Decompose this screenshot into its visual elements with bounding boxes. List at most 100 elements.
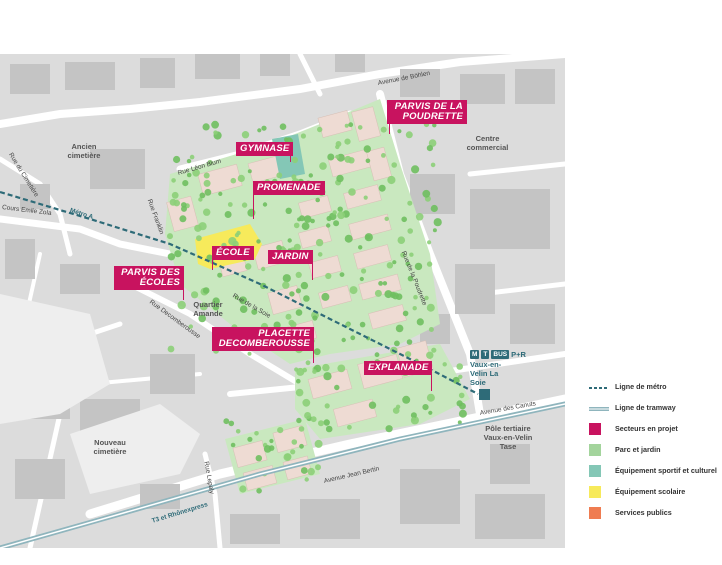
- tree-dot: [287, 238, 292, 243]
- tree-dot: [406, 339, 413, 345]
- tree-dot: [295, 288, 301, 294]
- map-canvas[interactable]: [0, 54, 565, 548]
- tree-dot: [234, 295, 239, 300]
- tree-dot: [307, 467, 315, 476]
- tree-dot: [202, 123, 210, 131]
- leader-line: [253, 195, 254, 219]
- tree-dot: [198, 197, 203, 202]
- tree-dot: [290, 449, 296, 455]
- tree-dot: [458, 374, 463, 379]
- legend-label-metro: Ligne de métro: [615, 382, 667, 391]
- tree-dot: [285, 207, 292, 214]
- tree-dot: [256, 488, 262, 494]
- tree-dot: [400, 252, 406, 258]
- tree-dot: [428, 139, 437, 147]
- tag-parvis-poudrette[interactable]: PARVIS DE LA POUDRETTE: [387, 100, 467, 134]
- tree-dot: [405, 351, 412, 358]
- tree-dot: [374, 352, 380, 358]
- tree-dot: [256, 239, 261, 244]
- tree-dot: [310, 416, 317, 423]
- tree-dot: [402, 395, 411, 404]
- tag-explanade-text: EXPLANADE: [368, 362, 429, 373]
- station-badges: M T BUS P+R: [470, 350, 526, 359]
- tree-dot: [217, 272, 223, 278]
- tree-dot: [333, 220, 340, 227]
- tree-dot: [291, 156, 298, 164]
- tree-dot: [224, 211, 232, 218]
- park-ride-label: P+R: [511, 350, 526, 359]
- tree-dot: [426, 145, 433, 152]
- tree-dot: [247, 208, 256, 217]
- tree-dot: [357, 125, 363, 130]
- tree-dot: [426, 393, 435, 402]
- tag-parvis-poudrette-text: PARVIS DE LA POUDRETTE: [394, 101, 463, 122]
- tree-dot: [378, 281, 383, 286]
- legend-swatch-parc: [589, 443, 601, 456]
- tag-explanade[interactable]: EXPLANADE: [364, 361, 433, 391]
- tree-dot: [407, 275, 414, 282]
- tree-dot: [239, 305, 248, 313]
- tree-dot: [167, 253, 176, 261]
- tree-dot: [426, 351, 434, 359]
- leader-line: [183, 290, 184, 300]
- map-legend: Ligne de métro Ligne de tramway Secteurs…: [589, 376, 722, 523]
- tree-dot: [171, 178, 176, 183]
- tree-dot: [261, 266, 266, 272]
- legend-swatch-services: [589, 506, 601, 519]
- tree-dot: [428, 327, 434, 332]
- tree-dot: [302, 398, 311, 407]
- tree-dot: [458, 409, 467, 418]
- tree-dot: [347, 424, 352, 430]
- place-ancien-cimetiere: Ancien cimetière: [67, 142, 101, 160]
- tag-placette-text: PLACETTE DECOMBEROUSSE: [218, 328, 310, 349]
- tag-gymnase[interactable]: GYMNASE: [236, 142, 294, 162]
- tag-ecole[interactable]: ÉCOLE: [212, 246, 254, 270]
- tree-dot: [341, 337, 346, 343]
- tree-dot: [422, 404, 429, 411]
- legend-key-tram: [589, 402, 609, 414]
- tree-dot: [295, 388, 304, 397]
- tree-dot: [303, 215, 312, 223]
- tag-placette[interactable]: PLACETTE DECOMBEROUSSE: [212, 327, 314, 363]
- tree-dot: [254, 431, 259, 436]
- station-vaulx-la-soie[interactable]: M T BUS P+R Vaux-en-Velin La Soie: [470, 350, 526, 387]
- tree-dot: [363, 145, 371, 153]
- tree-dot: [276, 244, 282, 251]
- tag-jardin[interactable]: JARDIN: [268, 250, 313, 280]
- tree-dot: [255, 455, 262, 462]
- tree-dot: [204, 188, 212, 196]
- tree-dot: [277, 427, 284, 434]
- tag-parvis-ecoles[interactable]: PARVIS DES ÉCOLES: [114, 266, 184, 300]
- tag-promenade[interactable]: PROMENADE: [253, 181, 325, 219]
- tree-dot: [349, 286, 358, 295]
- tree-dot: [335, 144, 340, 150]
- tree-dot: [374, 289, 382, 297]
- tree-dot: [321, 292, 330, 301]
- tree-dot: [295, 271, 302, 278]
- tree-dot: [285, 313, 292, 320]
- tree-dot: [235, 429, 241, 434]
- tree-dot: [326, 223, 331, 228]
- tree-dot: [337, 211, 345, 220]
- tree-dot: [300, 133, 306, 139]
- tree-dot: [291, 174, 297, 180]
- tree-dot: [395, 404, 401, 409]
- tree-dot: [291, 439, 298, 445]
- tree-dot: [239, 296, 247, 305]
- tree-dot: [365, 158, 371, 164]
- tree-dot: [299, 215, 305, 222]
- tree-dot: [234, 233, 239, 238]
- tree-dot: [186, 158, 192, 164]
- tree-dot: [457, 420, 462, 425]
- tree-dot: [167, 233, 173, 240]
- tree-dot: [317, 252, 323, 257]
- tree-dot: [199, 192, 206, 199]
- legend-row-scolaire: Équipement scolaire: [589, 481, 722, 502]
- tree-dot: [324, 403, 330, 409]
- tree-dot: [364, 233, 373, 242]
- tree-dot: [407, 200, 413, 206]
- tree-dot: [413, 294, 418, 300]
- tree-dot: [284, 453, 292, 461]
- tree-dot: [192, 169, 200, 177]
- legend-row-sport: Équipement sportif et culturel: [589, 460, 722, 481]
